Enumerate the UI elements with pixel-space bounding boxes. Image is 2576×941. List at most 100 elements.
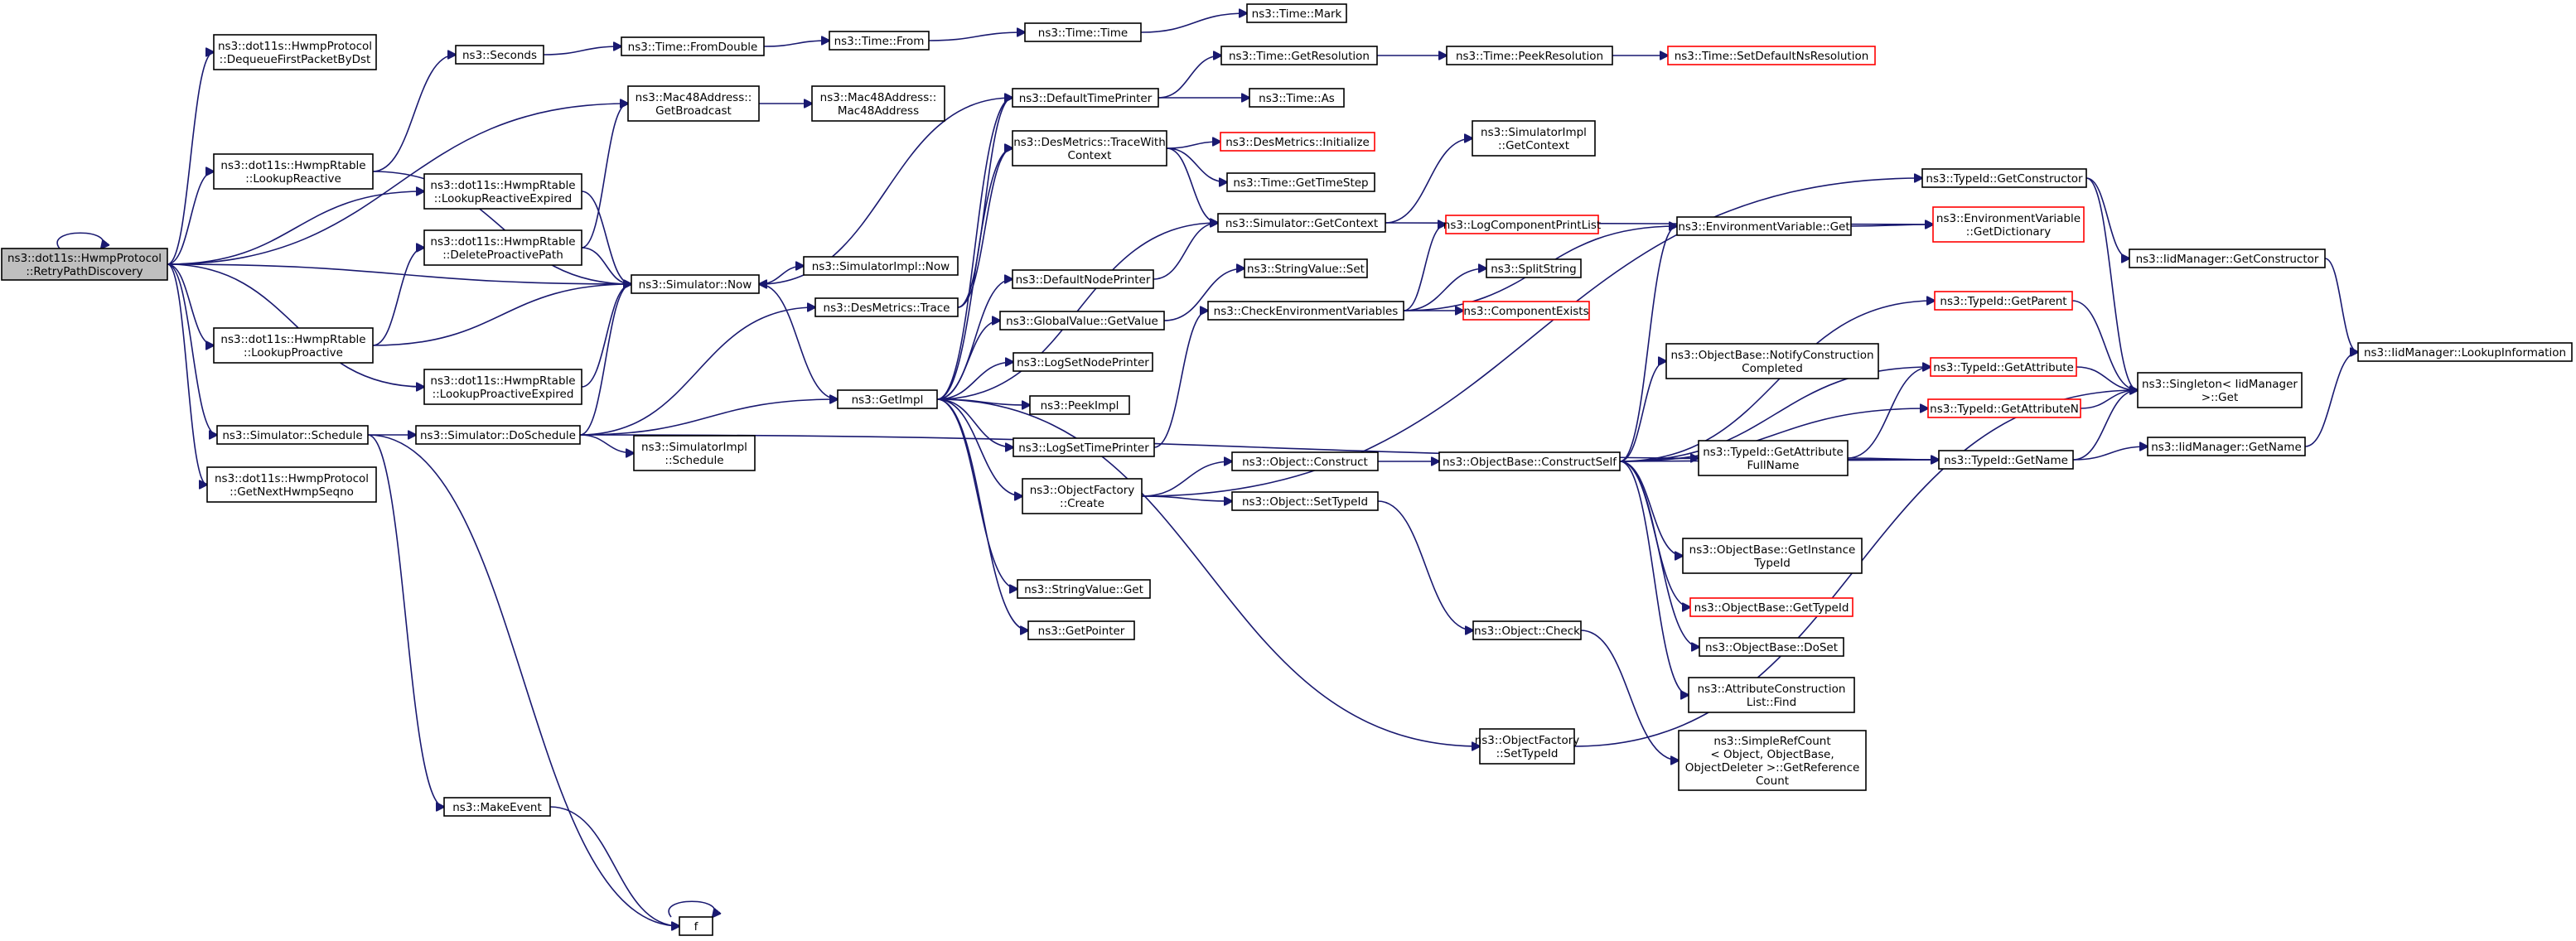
edge-desTraceWithContext-to-desInitialize: [1166, 142, 1220, 149]
node-getImpl[interactable]: ns3::GetImpl: [837, 389, 938, 409]
node-schedule[interactable]: ns3::Simulator::Schedule: [216, 425, 369, 445]
node-iidGetConstructor[interactable]: ns3::IidManager::GetConstructor: [2129, 249, 2326, 268]
node-lookupReactiveExpired[interactable]: ns3::dot11s::HwmpRtable::LookupReactiveE…: [423, 173, 582, 210]
edge-typeIdGetName-to-iidGetName: [2072, 446, 2148, 461]
node-label: ns3::dot11s::HwmpRtable: [430, 179, 575, 192]
node-setDefaultNsResolution[interactable]: ns3::Time::SetDefaultNsResolution: [1667, 46, 1876, 65]
node-implSchedule[interactable]: ns3::SimulatorImpl::Schedule: [633, 435, 756, 471]
node-getTimeStep[interactable]: ns3::Time::GetTimeStep: [1226, 172, 1375, 192]
node-stringValueGet[interactable]: ns3::StringValue::Get: [1017, 579, 1151, 599]
node-globalValueGetValue[interactable]: ns3::GlobalValue::GetValue: [999, 311, 1165, 331]
node-label: ns3::CheckEnvironmentVariables: [1214, 305, 1399, 318]
node-timeAs[interactable]: ns3::Time::As: [1249, 88, 1345, 108]
node-timeTime[interactable]: ns3::Time::Time: [1024, 22, 1142, 42]
edge-typeIdGetAttributeFullName-to-typeIdGetName: [1847, 458, 1939, 460]
node-constructSelf[interactable]: ns3::ObjectBase::ConstructSelf: [1438, 451, 1621, 471]
node-box: [1479, 728, 1575, 765]
node-timeFrom[interactable]: ns3::Time::From: [829, 31, 930, 51]
node-logSetTimePrinter[interactable]: ns3::LogSetTimePrinter: [1013, 437, 1155, 457]
node-label: ns3::ObjectFactory: [1475, 734, 1580, 747]
node-getPointer[interactable]: ns3::GetPointer: [1027, 620, 1135, 640]
node-label: ns3::ObjectBase::GetInstance: [1689, 543, 1856, 557]
node-label: ns3::Simulator::Now: [639, 278, 752, 292]
node-getNextSeqno[interactable]: ns3::dot11s::HwmpProtocol::GetNextHwmpSe…: [206, 466, 377, 503]
node-f[interactable]: f: [679, 916, 713, 936]
node-getResolution[interactable]: ns3::Time::GetResolution: [1220, 46, 1378, 65]
node-doSchedule[interactable]: ns3::Simulator::DoSchedule: [415, 425, 581, 445]
node-timeMark[interactable]: ns3::Time::Mark: [1246, 3, 1347, 23]
node-objectSetTypeId[interactable]: ns3::Object::SetTypeId: [1231, 491, 1379, 511]
node-box: [1217, 213, 1386, 233]
node-root[interactable]: ns3::dot11s::HwmpProtocol::RetryPathDisc…: [1, 248, 168, 281]
node-peekImpl[interactable]: ns3::PeekImpl: [1029, 395, 1130, 415]
node-simNow[interactable]: ns3::Simulator::Now: [631, 274, 760, 294]
node-fromDouble[interactable]: ns3::Time::FromDouble: [621, 36, 765, 56]
node-box: [1249, 88, 1345, 108]
edge-simNow-to-getImpl: [758, 283, 838, 399]
edge-getImpl-to-objectFactoryCreate: [936, 398, 1022, 496]
node-label: ns3::LogSetNodePrinter: [1017, 356, 1149, 369]
node-label: ns3::ObjectFactory: [1030, 484, 1135, 497]
node-envVarGetDictionary[interactable]: ns3::EnvironmentVariable::GetDictionary: [1932, 206, 2085, 243]
node-macGetBroadcast[interactable]: ns3::Mac48Address::GetBroadcast: [627, 85, 760, 122]
node-label: ns3::dot11s::HwmpRtable: [430, 374, 575, 388]
node-componentExists[interactable]: ns3::ComponentExists: [1462, 301, 1590, 321]
node-deleteProactivePath[interactable]: ns3::dot11s::HwmpRtable::DeleteProactive…: [423, 229, 582, 266]
node-label: ns3::IidManager::GetConstructor: [2136, 253, 2319, 266]
node-typeIdGetConstructor[interactable]: ns3::TypeId::GetConstructor: [1921, 168, 2087, 188]
node-simpleRefCount[interactable]: ns3::SimpleRefCount< Object, ObjectBase,…: [1678, 730, 1867, 791]
node-singletonGet[interactable]: ns3::Singleton< IidManager >::Get: [2137, 372, 2303, 408]
node-objectBaseDoSet[interactable]: ns3::ObjectBase::DoSet: [1699, 637, 1844, 657]
node-label: ns3::LogSetTimePrinter: [1018, 442, 1149, 455]
node-logSetNodePrinter[interactable]: ns3::LogSetNodePrinter: [1013, 352, 1153, 372]
node-splitString[interactable]: ns3::SplitString: [1486, 258, 1582, 278]
node-typeIdGetName[interactable]: ns3::TypeId::GetName: [1938, 450, 2074, 470]
node-simGetContext[interactable]: ns3::Simulator::GetContext: [1217, 213, 1386, 233]
node-desInitialize[interactable]: ns3::DesMetrics::Initialize: [1220, 132, 1375, 152]
node-label: ns3::IidManager::GetName: [2151, 441, 2302, 454]
node-peekResolution[interactable]: ns3::Time::PeekResolution: [1446, 46, 1613, 65]
node-objectFactoryCreate[interactable]: ns3::ObjectFactory::Create: [1022, 478, 1143, 514]
node-envVarGet[interactable]: ns3::EnvironmentVariable::Get: [1676, 216, 1852, 236]
node-box: [621, 36, 765, 56]
node-stringValueSet[interactable]: ns3::StringValue::Set: [1244, 258, 1368, 278]
node-factorySetTypeId[interactable]: ns3::ObjectFactory::SetTypeId: [1475, 728, 1580, 765]
node-defaultTimePrinter[interactable]: ns3::DefaultTimePrinter: [1012, 88, 1159, 108]
node-lookupReactive[interactable]: ns3::dot11s::HwmpRtable::LookupReactive: [213, 153, 374, 190]
node-logComponentPrintList[interactable]: ns3::LogComponentPrintList: [1443, 215, 1601, 234]
node-box: [2137, 372, 2303, 408]
node-seconds[interactable]: ns3::Seconds: [455, 45, 544, 65]
node-label: ns3::ObjectBase::NotifyConstruction: [1670, 349, 1873, 362]
node-typeIdGetAttributeN[interactable]: ns3::TypeId::GetAttributeN: [1927, 398, 2081, 418]
node-notifyConstructionCompleted[interactable]: ns3::ObjectBase::NotifyConstructionCompl…: [1665, 343, 1879, 379]
node-defaultNodePrinter[interactable]: ns3::DefaultNodePrinter: [1012, 269, 1154, 289]
edge-objectSetTypeId-to-objectCheck: [1377, 500, 1473, 630]
node-typeIdGetParent[interactable]: ns3::TypeId::GetParent: [1934, 291, 2073, 311]
node-label: ns3::Time::From: [834, 35, 925, 48]
node-dequeue[interactable]: ns3::dot11s::HwmpProtocol::DequeueFirstP…: [213, 34, 377, 70]
node-implNow[interactable]: ns3::SimulatorImpl::Now: [803, 256, 959, 276]
node-label: ns3::GlobalValue::GetValue: [1006, 315, 1158, 328]
node-label: < Object, ObjectBase,: [1710, 748, 1834, 761]
node-box: [679, 916, 713, 936]
node-iidGetName[interactable]: ns3::IidManager::GetName: [2147, 437, 2306, 456]
node-label: ns3::Time::As: [1259, 92, 1335, 105]
node-implGetContext[interactable]: ns3::SimulatorImpl::GetContext: [1472, 120, 1596, 157]
node-desTrace[interactable]: ns3::DesMetrics::Trace: [814, 297, 959, 317]
node-label: ns3::Mac48Address::: [820, 91, 937, 104]
node-objectCheck[interactable]: ns3::Object::Check: [1472, 620, 1582, 640]
edge-constructSelf-to-notifyConstructionCompleted: [1619, 361, 1666, 462]
node-lookupProactiveExpired[interactable]: ns3::dot11s::HwmpRtable::LookupProactive…: [423, 369, 582, 405]
node-typeIdGetAttribute[interactable]: ns3::TypeId::GetAttribute: [1930, 357, 2077, 377]
node-objectBaseGetTypeId[interactable]: ns3::ObjectBase::GetTypeId: [1689, 597, 1853, 617]
node-iidLookupInformation[interactable]: ns3::IidManager::LookupInformation: [2357, 342, 2573, 362]
node-makeEvent[interactable]: ns3::MakeEvent: [443, 797, 551, 817]
node-checkEnvVars[interactable]: ns3::CheckEnvironmentVariables: [1207, 301, 1404, 321]
node-macCtor[interactable]: ns3::Mac48Address::Mac48Address: [811, 85, 945, 122]
node-lookupProactive[interactable]: ns3::dot11s::HwmpRtable::LookupProactive: [213, 327, 374, 364]
node-objectConstruct[interactable]: ns3::Object::Construct: [1231, 451, 1379, 471]
